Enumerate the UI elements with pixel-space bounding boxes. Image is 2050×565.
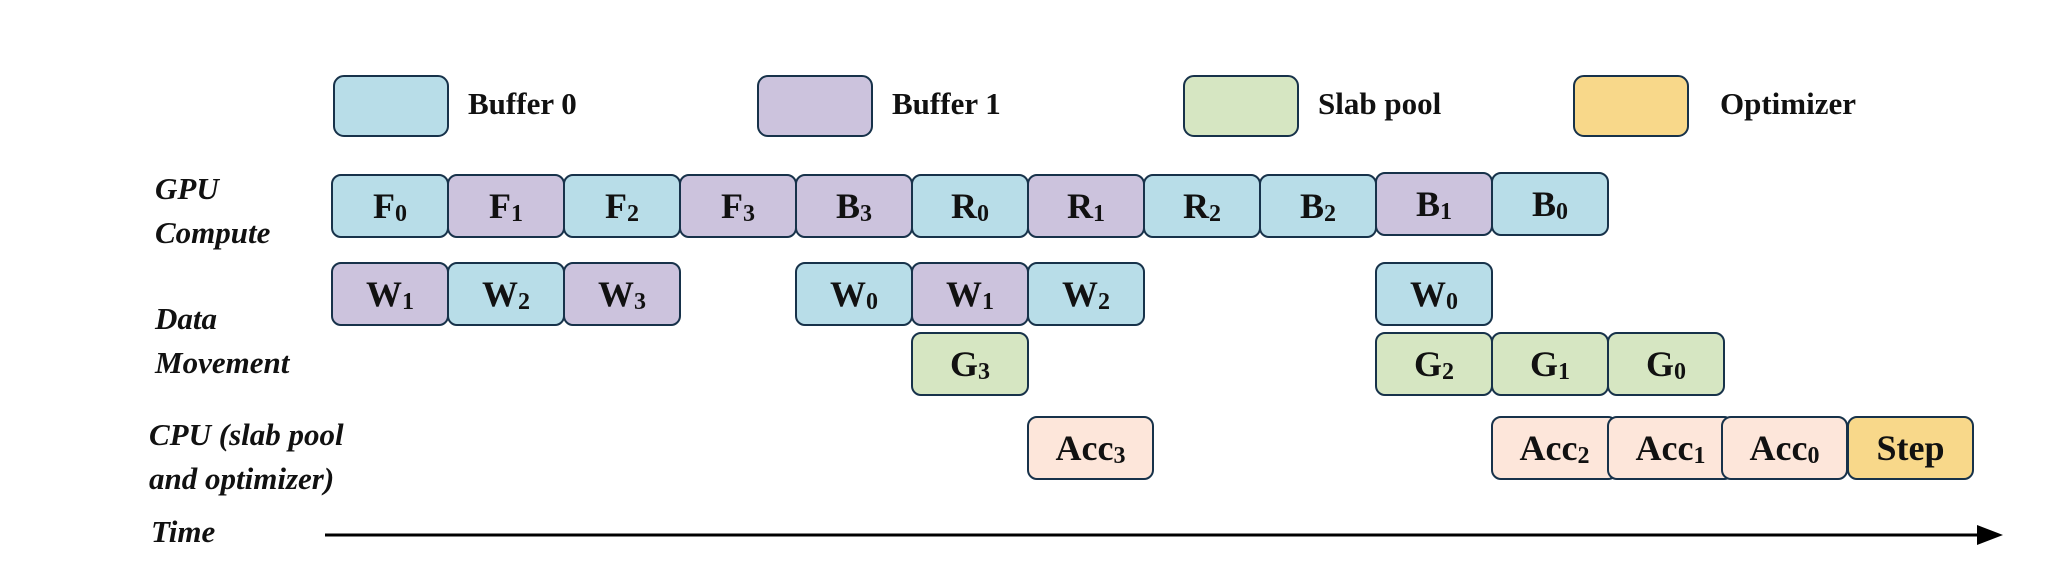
block-b1-main: B (1415, 184, 1440, 224)
row-label-cpu-line-2: and optimizer) (149, 461, 335, 496)
block-acc1-main: Acc (1635, 428, 1694, 468)
row-label-data-movement-line-2: Movement (155, 345, 290, 380)
block-b0-main: B (1531, 184, 1556, 224)
block-g3-main: G (949, 344, 978, 384)
block-f0-main: F (373, 186, 395, 226)
row-label-data-movement-line-1: Data (155, 301, 217, 336)
row-label-cpu: CPU (slab pool and optimizer) (149, 413, 344, 501)
block-f2-main: F (605, 186, 627, 226)
legend-label-slab-pool: Slab pool (1318, 86, 1442, 121)
legend-label-buffer-1: Buffer 1 (892, 86, 1001, 121)
block-r1-main: R (1067, 186, 1093, 226)
block-g2-main: G (1413, 344, 1442, 384)
block-step: Step (1847, 416, 1974, 480)
row-label-gpu-compute-line-2: Compute (155, 215, 271, 250)
legend-label-optimizer: Optimizer (1720, 86, 1857, 121)
block-g1-main: G (1529, 344, 1558, 384)
block-w2-first-main: W (482, 274, 518, 314)
block-acc3-main: Acc (1055, 428, 1114, 468)
legend-swatch-optimizer (1573, 75, 1689, 137)
block-w0-first-main: W (830, 274, 866, 314)
row-label-gpu-compute-line-1: GPU (155, 171, 219, 206)
legend-swatch-buffer-0 (333, 75, 449, 137)
time-axis-arrow (325, 525, 2003, 545)
row-label-cpu-line-1: CPU (slab pool (149, 417, 344, 452)
row-label-time: Time (151, 514, 216, 549)
row-label-data-movement: Data Movement (155, 297, 289, 385)
block-f1-main: F (489, 186, 511, 226)
block-w3-main: W (598, 274, 634, 314)
block-acc2-main: Acc (1519, 428, 1578, 468)
block-r0-main: R (951, 186, 977, 226)
block-w1-first-main: W (366, 274, 402, 314)
block-w2-second-main: W (1062, 274, 1098, 314)
block-acc0-main: Acc (1749, 428, 1808, 468)
block-f3-main: F (721, 186, 743, 226)
legend-label-buffer-0: Buffer 0 (468, 86, 577, 121)
row-label-gpu-compute: GPU Compute (155, 167, 270, 255)
block-b2-main: B (1299, 186, 1324, 226)
legend-swatch-slab-pool (1183, 75, 1299, 137)
block-g0-main: G (1645, 344, 1674, 384)
block-r2-main: R (1183, 186, 1209, 226)
block-w0-second-main: W (1410, 274, 1446, 314)
block-w1-second-main: W (946, 274, 982, 314)
block-b3-main: B (835, 186, 860, 226)
block-step-main: Step (1876, 428, 1945, 468)
legend-swatch-buffer-1 (757, 75, 873, 137)
